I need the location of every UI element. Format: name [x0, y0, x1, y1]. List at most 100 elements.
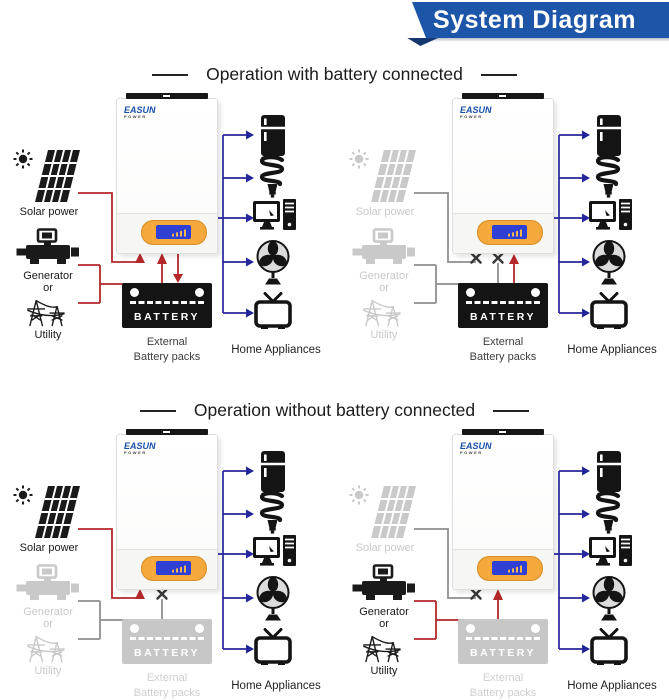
title-dash-left	[139, 409, 176, 412]
brand-name: EASUN	[124, 441, 156, 451]
battery-label: BATTERY	[470, 311, 536, 323]
quadrant-slot: Solar power Generator or Utility EASUN	[336, 428, 669, 700]
brand-sub: POWER	[460, 450, 483, 455]
battery-terminal	[466, 288, 475, 297]
battery-terminal	[130, 624, 139, 633]
generator-icon	[352, 564, 415, 600]
utility-pylon-icon	[27, 300, 65, 327]
tv-icon	[254, 628, 292, 665]
battery-terminal	[531, 624, 540, 633]
tv-icon	[254, 292, 292, 329]
easun-logo: EASUN POWER	[124, 106, 156, 119]
utility-label: Utility	[34, 665, 62, 678]
quadrant-with-battery-battery-backup: Solar power Generator or Utility EASUN	[336, 92, 669, 368]
generator-icon	[16, 228, 79, 264]
tv-icon	[590, 292, 628, 329]
mounting-bracket	[462, 93, 544, 99]
utility-label: Utility	[370, 665, 398, 678]
or-label: or	[379, 618, 389, 631]
home-appliances-group: Home Appliances	[336, 92, 669, 368]
home-appliances-group: Home Appliances	[0, 428, 334, 700]
sun-icon	[349, 149, 369, 169]
mounting-bracket	[462, 429, 544, 435]
easun-logo: EASUN POWER	[460, 442, 492, 455]
utility-pylon-icon	[27, 636, 65, 663]
mounting-bracket	[126, 429, 208, 435]
banner: System Diagram	[412, 2, 669, 38]
title-dash-right	[480, 73, 517, 76]
generator-label: Generator	[23, 606, 73, 618]
or-label: or	[43, 618, 53, 631]
tv-icon	[590, 628, 628, 665]
battery: BATTERY	[458, 619, 548, 664]
generator-label: Generator	[359, 270, 409, 282]
lcd-screen	[156, 560, 191, 575]
cfl-bulb-icon	[259, 491, 285, 534]
solar-panel-icon	[349, 149, 416, 202]
battery-label: BATTERY	[134, 311, 200, 323]
cfl-bulb-icon	[259, 155, 285, 198]
banner-notch	[407, 38, 438, 46]
inverter: EASUN POWER	[116, 429, 218, 590]
quadrant-slot: Solar power Generator or Utility EASUN	[0, 92, 334, 368]
refrigerator-icon	[597, 451, 621, 492]
utility-pylon-icon	[363, 300, 401, 327]
brand-name: EASUN	[124, 105, 156, 115]
inverter-display	[141, 220, 207, 245]
fan-icon	[256, 240, 290, 285]
home-appliances-label: Home Appliances	[567, 344, 657, 356]
section-title-text: Operation without battery connected	[193, 400, 476, 420]
solar-power-source: Solar power	[342, 484, 428, 554]
computer-icon	[589, 535, 632, 566]
battery-label: BATTERY	[134, 647, 200, 659]
fan-icon	[256, 576, 290, 621]
quadrant-slot: Solar power Generator or Utility EASUN	[336, 92, 669, 368]
computer-icon	[589, 199, 632, 230]
easun-logo: EASUN POWER	[460, 106, 492, 119]
quadrant-row-2: Solar power Generator or Utility EASUN	[0, 428, 669, 700]
lcd-screen	[156, 224, 191, 239]
easun-logo: EASUN POWER	[124, 442, 156, 455]
brand-sub: POWER	[124, 114, 147, 119]
quadrant-slot: Solar power Generator or Utility EASUN	[0, 428, 334, 700]
inverter: EASUN POWER	[116, 93, 218, 254]
battery-dash-line	[130, 637, 204, 640]
brand-name: EASUN	[460, 441, 492, 451]
generator-utility-source: Generator or Utility	[8, 564, 88, 677]
battery: BATTERY	[458, 283, 548, 328]
solar-power-source: Solar power	[6, 148, 92, 218]
generator-label: Generator	[359, 606, 409, 618]
battery-dash-line	[466, 301, 540, 304]
battery-terminal	[195, 288, 204, 297]
cfl-bulb-icon	[595, 491, 621, 534]
generator-utility-source: Generator or Utility	[344, 228, 424, 341]
inverter-display	[477, 220, 543, 245]
external-battery-label: External Battery packs	[469, 336, 537, 363]
computer-icon	[253, 199, 296, 230]
inverter: EASUN POWER	[452, 93, 554, 254]
sun-icon	[13, 485, 33, 505]
brand-sub: POWER	[460, 114, 483, 119]
solar-panel-icon	[13, 485, 80, 538]
solar-label: Solar power	[355, 542, 415, 554]
battery-terminal	[195, 624, 204, 633]
mounting-bracket	[126, 93, 208, 99]
home-appliances-group: Home Appliances	[336, 428, 669, 700]
refrigerator-icon	[261, 451, 285, 492]
or-label: or	[43, 282, 53, 295]
generator-icon	[16, 564, 79, 600]
solar-label: Solar power	[19, 542, 79, 554]
battery-dash-line	[466, 637, 540, 640]
battery: BATTERY	[122, 619, 212, 664]
title-dash-right	[493, 409, 530, 412]
generator-utility-source: Generator or Utility	[344, 564, 424, 677]
utility-label: Utility	[370, 329, 398, 342]
brand-sub: POWER	[124, 450, 147, 455]
quadrant-without-battery-ac-mode: Solar power Generator or Utility EASUN	[336, 428, 669, 700]
section-title-text: Operation with battery connected	[206, 64, 463, 84]
solar-panel-icon	[349, 485, 416, 538]
battery-dash-line	[130, 301, 204, 304]
battery-terminal	[130, 288, 139, 297]
inverter-display	[477, 556, 543, 581]
